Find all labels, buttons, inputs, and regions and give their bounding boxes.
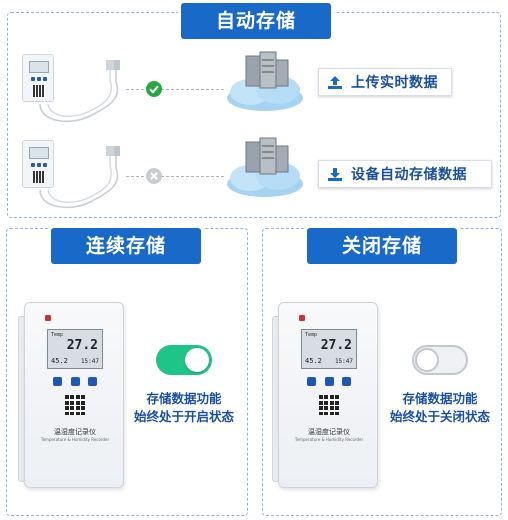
upload-icon [327, 74, 343, 90]
continuous-desc-line1: 存储数据功能 [146, 391, 222, 406]
device-name-en: Temperature & Humidity Recorder [294, 437, 364, 442]
lcd-mode: Temp [305, 332, 318, 338]
lcd-mode: Temp [51, 332, 64, 338]
close-title-box: 关闭存储 [304, 225, 460, 267]
auto-save-title-box: 自动存储 [178, 0, 334, 42]
close-save-toggle[interactable] [412, 345, 468, 375]
toggle-knob [415, 348, 439, 372]
small-logger-device-1 [22, 54, 54, 102]
brand-logo-icon [45, 315, 51, 321]
auto-save-title: 自动存储 [181, 3, 331, 39]
upload-realtime-text: 上传实时数据 [351, 75, 438, 91]
device-keys [53, 377, 97, 386]
lcd-temperature: 27.2 [66, 338, 98, 353]
qr-code-icon [319, 395, 339, 415]
close-desc-line1: 存储数据功能 [402, 391, 478, 406]
cross-icon [146, 168, 162, 184]
toggle-knob [185, 348, 209, 372]
check-icon [146, 81, 162, 97]
device-name-en: Temperature & Humidity Recorder [40, 437, 110, 442]
cloud-server-icon-2 [227, 137, 303, 197]
device-save-label: 设备自动存储数据 [318, 160, 492, 188]
lcd-humidity: 45.2 [305, 357, 322, 365]
continuous-title-box: 连续存储 [48, 225, 204, 267]
qr-code-icon [33, 85, 45, 97]
continuous-save-toggle[interactable] [156, 345, 212, 375]
close-desc-line2: 始终处于关闭状态 [389, 409, 490, 424]
connection-line-1 [126, 89, 224, 90]
small-logger-device-2 [22, 140, 54, 188]
device-name: 温湿度记录仪 [308, 428, 350, 436]
connection-line-2 [126, 176, 224, 177]
device-save-text: 设备自动存储数据 [351, 167, 467, 183]
cloud-server-icon-1 [227, 51, 303, 111]
logger-device-right: Temp 27.2 45.2 15:47 温湿度记录仪 Temperature … [272, 302, 378, 488]
logger-device-left: Temp 27.2 45.2 15:47 温湿度记录仪 Temperature … [18, 302, 124, 488]
device-screen [29, 147, 49, 159]
probe-cable-2 [39, 146, 120, 209]
lcd-display: Temp 27.2 45.2 15:47 [47, 329, 103, 369]
continuous-desc-line2: 始终处于开启状态 [133, 409, 234, 424]
lcd-time: 15:47 [334, 358, 353, 365]
probe-cable-1 [39, 60, 120, 123]
lcd-time: 15:47 [80, 358, 99, 365]
continuous-title: 连续存储 [51, 228, 201, 264]
device-screen [29, 61, 49, 73]
device-keys [307, 377, 351, 386]
upload-realtime-label: 上传实时数据 [318, 68, 452, 96]
brand-logo-icon [299, 315, 305, 321]
device-buttons [31, 77, 47, 82]
device-buttons [31, 163, 47, 168]
qr-code-icon [33, 171, 45, 183]
continuous-description: 存储数据功能 始终处于开启状态 [122, 390, 246, 426]
lcd-humidity: 45.2 [51, 357, 68, 365]
device-body: Temp 27.2 45.2 15:47 温湿度记录仪 Temperature … [278, 302, 378, 488]
close-description: 存储数据功能 始终处于关闭状态 [378, 390, 502, 426]
close-title: 关闭存储 [307, 228, 457, 264]
qr-code-icon [65, 395, 85, 415]
device-body: Temp 27.2 45.2 15:47 温湿度记录仪 Temperature … [24, 302, 124, 488]
lcd-temperature: 27.2 [320, 338, 352, 353]
download-icon [327, 166, 343, 182]
device-name: 温湿度记录仪 [54, 428, 96, 436]
lcd-display: Temp 27.2 45.2 15:47 [301, 329, 357, 369]
